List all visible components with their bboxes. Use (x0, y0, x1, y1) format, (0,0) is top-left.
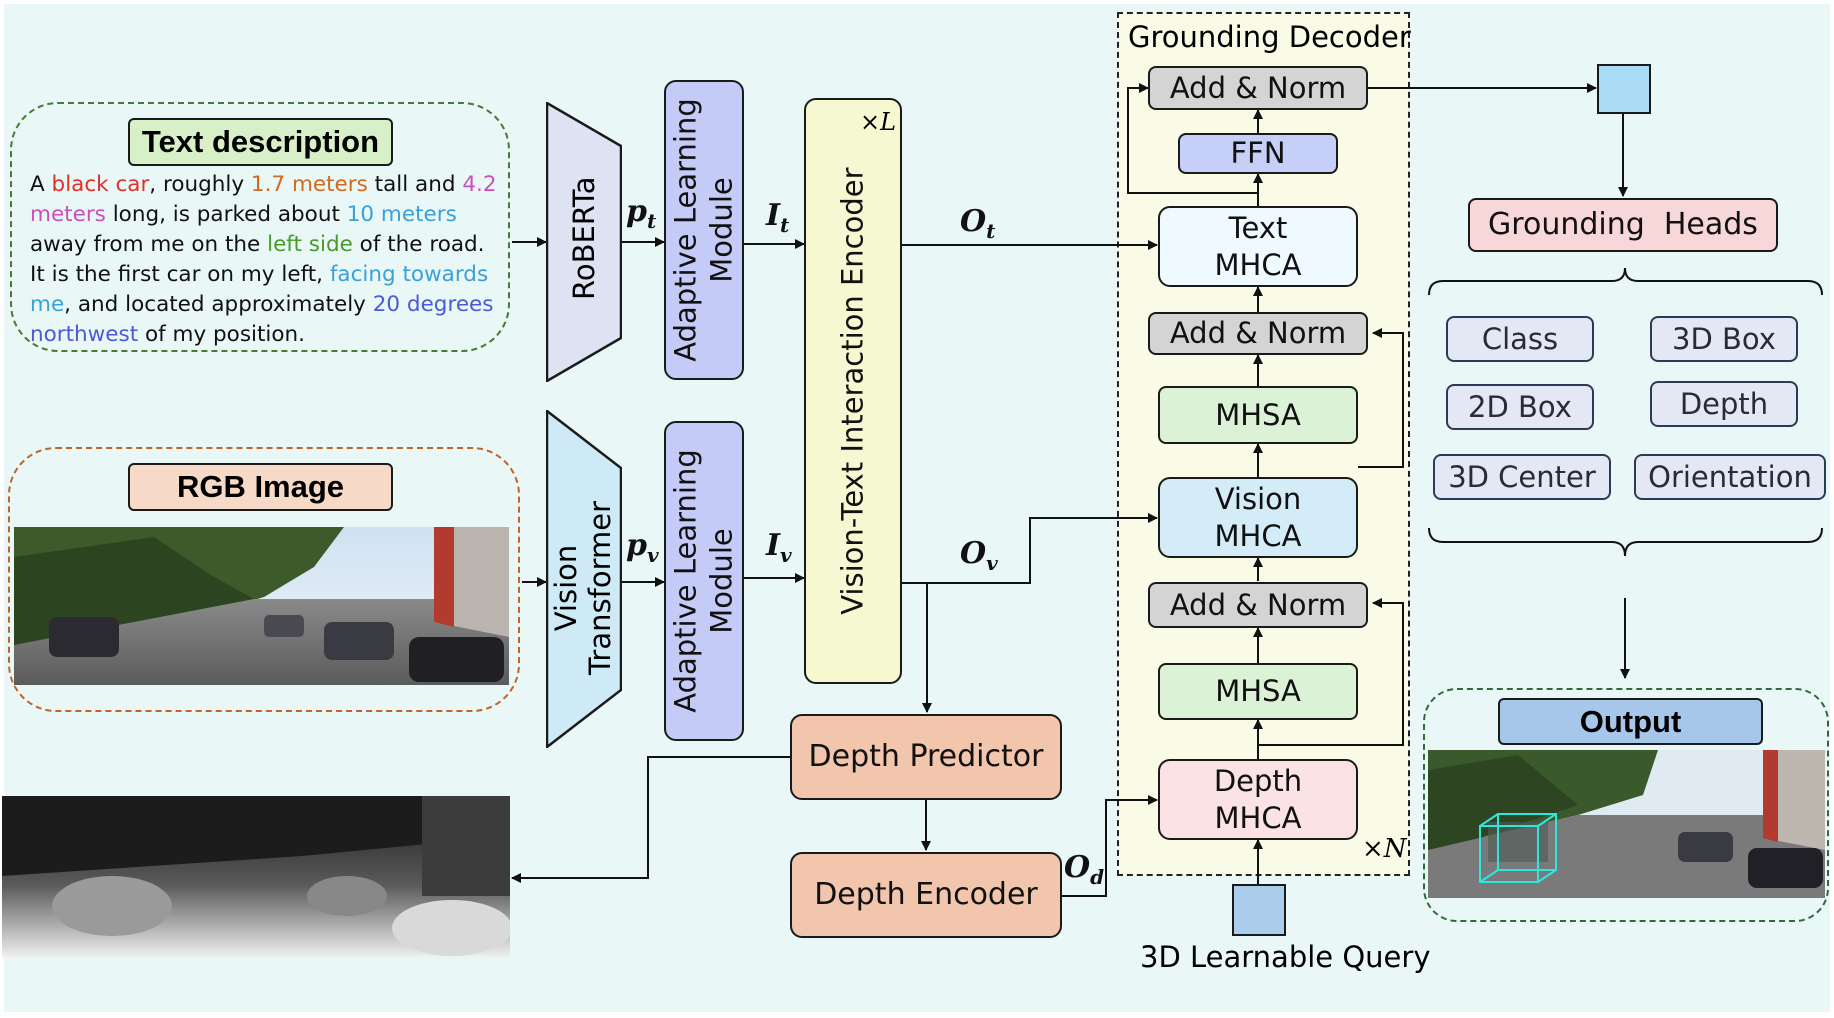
text-description-title: Text description (128, 118, 393, 166)
arrow-od-to-depth-mhca (1062, 795, 1158, 897)
residual-middle (1358, 328, 1404, 468)
head-3d-center: 3D Center (1433, 454, 1611, 500)
head-2d-box: 2D Box (1446, 384, 1594, 430)
head-class: Class (1446, 316, 1594, 362)
adaptive-text-line2: Module (705, 177, 739, 283)
symbol-p-v: pv (626, 528, 659, 567)
depth-mhca-line1: Depth (1213, 764, 1303, 799)
roberta-trapezoid (546, 102, 622, 382)
description-segment: , roughly (149, 172, 251, 197)
vit-label-line2: Transformer (583, 501, 617, 676)
symbol-o-d: Od (1064, 850, 1105, 889)
vision-mhca-line1: Vision (1214, 482, 1302, 517)
ffn-block: FFN (1178, 133, 1338, 174)
symbol-o-t: Ot (960, 204, 996, 243)
residual-upper (1127, 83, 1258, 194)
adaptive-text-line1: Adaptive Learning (669, 98, 703, 362)
output-image-picture (1428, 750, 1825, 898)
description-segment: away from me on the (30, 232, 268, 257)
depth-map-picture (2, 796, 510, 958)
output-query-token (1597, 64, 1651, 114)
add-norm-middle: Add & Norm (1148, 312, 1368, 355)
mhsa-upper: MHSA (1158, 386, 1358, 444)
add-norm-lower: Add & Norm (1148, 582, 1368, 628)
description-segment: tall and (367, 172, 463, 197)
rgb-image-group (8, 447, 520, 712)
adaptive-learning-module-vision: Adaptive Learning Module (664, 421, 744, 741)
symbol-i-t: It (766, 198, 790, 237)
arrow-ov-to-vision-mhca (902, 513, 1158, 584)
brace-top (1428, 267, 1823, 296)
symbol-o-v: Ov (960, 536, 998, 575)
times-l-label: ×L (860, 108, 897, 136)
vit-label: Vision Transformer (549, 488, 619, 688)
description-segment: 10 meters (346, 202, 457, 227)
roberta-label: RoBERTa (567, 176, 601, 300)
text-mhca-line1: Text (1228, 211, 1288, 246)
vision-text-interaction-encoder: Vision-Text Interaction Encoder (804, 98, 902, 684)
output-group (1423, 688, 1829, 922)
head-orientation: Orientation (1634, 454, 1826, 500)
vt-encoder-label: Vision-Text Interaction Encoder (835, 167, 870, 615)
description-segment: of my position. (138, 322, 306, 347)
depth-mhca-line2: MHCA (1214, 800, 1302, 835)
adaptive-learning-module-text: Adaptive Learning Module (664, 80, 744, 380)
description-segment: , and located approximately (64, 292, 373, 317)
vision-mhca-line2: MHCA (1214, 518, 1302, 553)
rgb-image-title: RGB Image (128, 463, 393, 511)
vit-trapezoid (546, 410, 622, 748)
text-description-group (10, 102, 510, 352)
output-title: Output (1498, 698, 1763, 745)
rgb-image-picture (14, 527, 509, 685)
depth-mhca-block: Depth MHCA (1158, 759, 1358, 840)
adaptive-vision-line2: Module (705, 528, 739, 634)
head-3d-box: 3D Box (1650, 316, 1798, 362)
mhsa-lower: MHSA (1158, 663, 1358, 720)
adaptive-vision-line1: Adaptive Learning (669, 449, 703, 713)
description-segment: 4.2 meters (30, 172, 497, 227)
description-segment: long, is parked about (105, 202, 347, 227)
head-depth: Depth (1650, 381, 1798, 427)
description-segment: of the road. It is the first car on my l… (30, 232, 485, 287)
description-segment: black car (51, 172, 150, 197)
description-segment: facing towards me (30, 262, 489, 317)
vision-mhca-block: Vision MHCA (1158, 477, 1358, 558)
description-segment: left side (267, 232, 353, 257)
add-norm-top: Add & Norm (1148, 66, 1368, 110)
symbol-p-t: pt (626, 194, 657, 233)
depth-predictor: Depth Predictor (790, 714, 1062, 800)
residual-lower (1258, 598, 1404, 746)
brace-bottom (1428, 527, 1823, 557)
description-segment: 1.7 meters (250, 172, 368, 197)
vit-label-line1: Vision (549, 544, 583, 632)
symbol-i-v: Iv (766, 528, 792, 567)
arrow-depth-predictor-to-map (511, 756, 790, 883)
text-description-body: A black car, roughly 1.7 meters tall and… (30, 170, 500, 350)
times-n-label: ×N (1362, 834, 1407, 864)
grounding-heads-box: Grounding Heads (1468, 198, 1778, 252)
text-mhca-line2: MHCA (1214, 247, 1302, 282)
description-segment: A (30, 172, 52, 197)
learnable-query-label: 3D Learnable Query (1140, 940, 1431, 974)
grounding-decoder-title: Grounding Decoder (1128, 20, 1411, 54)
description-segment: 20 degrees northwest (30, 292, 494, 347)
text-mhca-block: Text MHCA (1158, 206, 1358, 287)
learnable-query-token (1232, 884, 1286, 936)
depth-encoder: Depth Encoder (790, 852, 1062, 938)
